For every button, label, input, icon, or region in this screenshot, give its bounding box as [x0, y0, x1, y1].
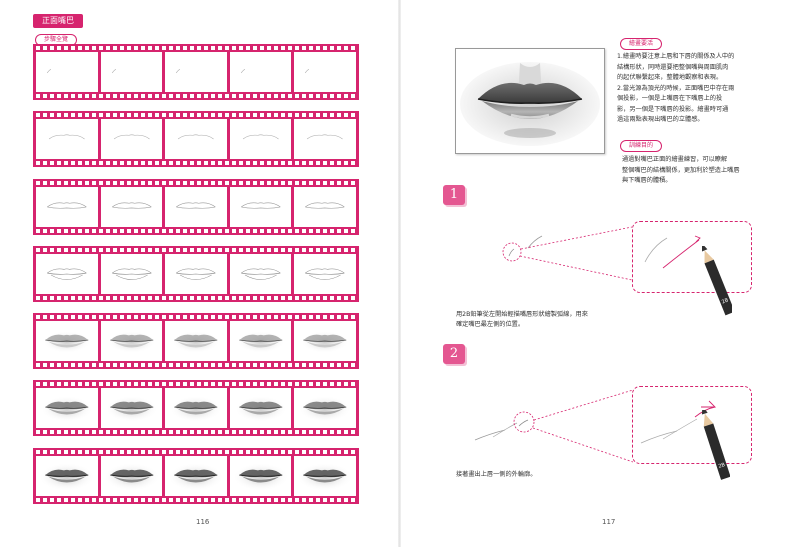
film-perforations [36, 46, 356, 50]
step-2-sketch [474, 389, 634, 463]
film-perforations [36, 498, 356, 502]
step-frame [100, 321, 163, 361]
step-frame [294, 456, 356, 496]
text-line: 1.繪畫時要注意上唇和下唇的關係及人中的 [617, 53, 735, 60]
step-frame [229, 119, 292, 159]
text-line: 確定嘴巴最左側的位置。 [456, 321, 525, 328]
step-frame [229, 388, 292, 428]
step-frame [229, 456, 292, 496]
step-frame [294, 52, 356, 92]
film-perforations [36, 430, 356, 434]
chapter-title: 正面嘴巴 [33, 14, 83, 28]
step-frame [100, 388, 163, 428]
step-frame [294, 321, 356, 361]
step-frame [36, 456, 98, 496]
training-label: 訓練目的 [620, 140, 662, 152]
step-frame [294, 119, 356, 159]
step-2-zoom [632, 386, 752, 464]
text-line: 過這兩點表現出嘴巴的立體感。 [617, 116, 704, 123]
step-frame [294, 187, 356, 227]
step-frame [36, 119, 98, 159]
film-perforations [36, 315, 356, 319]
film-perforations [36, 94, 356, 98]
step-frame [165, 119, 227, 159]
step-1-caption: 用2B鉛筆從左開始輕描嘴唇形狀繪製弧線，用來確定嘴巴最左側的位置。 [456, 310, 626, 330]
text-line: 通過對嘴巴正面的繪畫練習，可以瞭解 [622, 156, 728, 163]
step-frame [165, 456, 227, 496]
step-frame [36, 254, 98, 294]
text-line: 影，另一個是下嘴唇的投影。繪畫時可通 [617, 105, 729, 113]
film-perforations [36, 161, 356, 165]
step-1-pencil-label: 2B [721, 297, 730, 305]
step-1-badge: 1 [443, 185, 465, 205]
filmstrip-row-7 [33, 448, 359, 504]
filmstrip-row-4 [33, 246, 359, 302]
film-perforations [36, 113, 356, 117]
text-line: 的起伏聯繫起來，整體地觀察和表現。 [617, 74, 723, 81]
step-frame [100, 119, 163, 159]
tips-text: 1.繪畫時要注意上唇和下唇的關係及人中的 結構形狀，同時還要把整個嘴與周圍肌肉 … [617, 52, 787, 126]
text-line: 結構形狀，同時還要把整個嘴與周圍肌肉 [617, 63, 729, 71]
book-gutter [398, 0, 401, 547]
step-frame [229, 254, 292, 294]
filmstrip-row-1 [33, 44, 359, 100]
filmstrip-row-3 [33, 179, 359, 235]
film-perforations [36, 363, 356, 367]
step-frame [165, 388, 227, 428]
step-frame [229, 52, 292, 92]
film-perforations [36, 382, 356, 386]
step-frame [294, 388, 356, 428]
text-line: 接著畫出上唇一側的外輪廓。 [456, 471, 537, 478]
pencil-icon: 2B [701, 242, 735, 316]
left-page: 正面嘴巴 步驟全覽 116 [33, 14, 359, 526]
film-perforations [36, 229, 356, 233]
step-frame [229, 321, 292, 361]
film-perforations [36, 450, 356, 454]
step-frame [100, 187, 163, 227]
text-line: 2.當光源為頂光的時候，正面嘴巴中存在兩 [617, 84, 735, 92]
right-page: 117 [400, 0, 799, 547]
step-frame [294, 254, 356, 294]
step-2-caption: 接著畫出上唇一側的外輪廓。 [456, 470, 626, 480]
film-perforations [36, 248, 356, 252]
filmstrip-row-2 [33, 111, 359, 167]
tips-label: 繪畫要活 [620, 38, 662, 50]
film-perforations [36, 181, 356, 185]
training-text: 通過對嘴巴正面的繪畫練習，可以瞭解整個嘴巴的結構關係，更加利於塑造上嘴唇與下嘴唇… [622, 155, 787, 187]
step-frame [36, 52, 98, 92]
step-frame [165, 187, 227, 227]
step-frame [165, 52, 227, 92]
left-page-number: 116 [196, 518, 210, 526]
step-1-sketch [502, 226, 633, 281]
text-line: 個投影，一個是上嘴唇在下嘴唇上的投 [617, 95, 723, 102]
pencil-icon: 2B [700, 406, 731, 480]
step-frame [36, 187, 98, 227]
text-line: 用2B鉛筆從左開始輕描嘴唇形狀繪製弧線，用來 [456, 311, 588, 318]
reference-lips-photo [455, 48, 605, 154]
step-frame [36, 321, 98, 361]
step-frame [100, 254, 163, 294]
step-frame [165, 321, 227, 361]
text-line: 與下嘴唇的體積。 [622, 177, 672, 184]
filmstrip-row-5 [33, 313, 359, 369]
step-2-badge: 2 [443, 344, 465, 364]
filmstrip-row-6 [33, 380, 359, 436]
step-frame [36, 388, 98, 428]
text-line: 整個嘴巴的結構關係，更加利於塑造上嘴唇 [622, 166, 740, 174]
step-2-pencil-label: 2B [718, 462, 727, 470]
step-frame [229, 187, 292, 227]
right-page-number: 117 [602, 518, 616, 526]
step-1-zoom [632, 221, 752, 293]
step-frame [100, 52, 163, 92]
step-frame [165, 254, 227, 294]
film-perforations [36, 296, 356, 300]
step-frame [100, 456, 163, 496]
